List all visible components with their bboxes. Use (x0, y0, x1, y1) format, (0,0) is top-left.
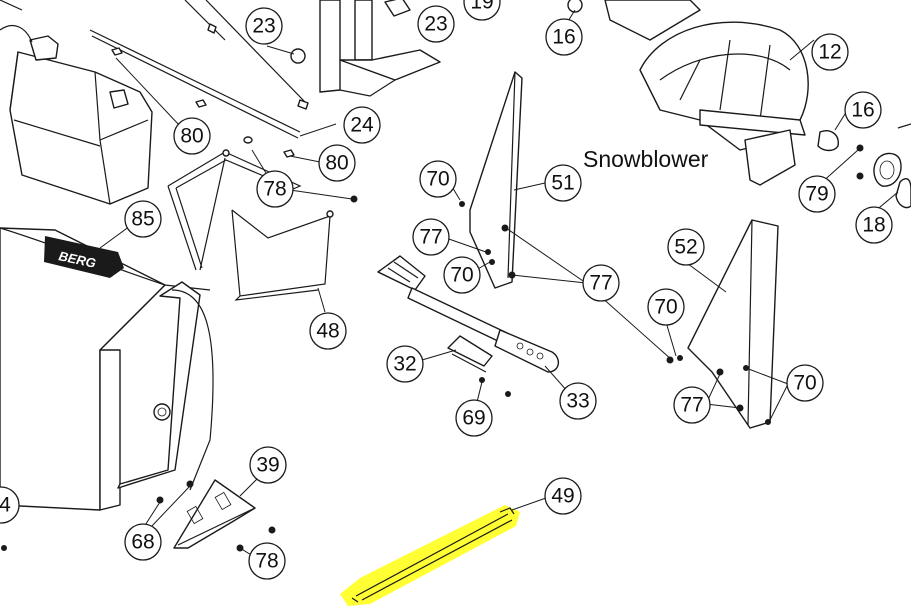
svg-text:78: 78 (255, 550, 278, 573)
callout-24[interactable]: 24 (343, 106, 381, 144)
callout-70-right[interactable]: 70 (647, 288, 685, 326)
svg-text:19: 19 (470, 0, 493, 14)
svg-text:49: 49 (551, 485, 574, 508)
callout-70-bottom-right[interactable]: 70 (786, 364, 824, 402)
svg-text:70: 70 (450, 264, 473, 287)
svg-text:24: 24 (350, 114, 374, 137)
svg-text:32: 32 (393, 353, 416, 376)
svg-text:39: 39 (256, 454, 279, 477)
svg-text:4: 4 (0, 494, 11, 517)
handle-part-33 (377, 255, 559, 373)
callout-49[interactable]: 49 (544, 477, 582, 515)
callout-16-top[interactable]: 16 (545, 18, 583, 56)
svg-text:70: 70 (426, 168, 449, 191)
clip-part-32 (447, 335, 511, 397)
svg-text:77: 77 (589, 272, 612, 295)
svg-text:23: 23 (424, 13, 447, 36)
svg-text:69: 69 (462, 407, 485, 430)
svg-text:70: 70 (793, 372, 816, 395)
rod-part-24 (0, 0, 309, 139)
bracket-part-39 (1, 479, 276, 552)
frame-top (290, 0, 441, 97)
box-body (0, 227, 214, 511)
callout-68[interactable]: 68 (124, 523, 162, 561)
callout-19[interactable]: 19 (463, 0, 501, 21)
callout-69[interactable]: 69 (455, 399, 493, 437)
svg-text:80: 80 (180, 125, 203, 148)
callout-85[interactable]: 85 (124, 200, 162, 238)
small-parts-right (856, 123, 911, 209)
callout-80-left[interactable]: 80 (173, 117, 211, 155)
callout-51[interactable]: 51 (544, 164, 582, 202)
brand-logo: BERG (44, 236, 124, 278)
callout-77-mid[interactable]: 77 (582, 264, 620, 302)
callout-33[interactable]: 33 (559, 382, 597, 420)
callout-48[interactable]: 48 (309, 312, 347, 350)
callout-78-bottom[interactable]: 78 (248, 542, 286, 580)
leader-lines (99, 9, 899, 559)
callout-70-mid[interactable]: 70 (443, 256, 481, 294)
callout-18[interactable]: 18 (855, 206, 893, 244)
svg-text:16: 16 (552, 26, 575, 49)
callout-23-right[interactable]: 23 (417, 5, 455, 43)
svg-text:23: 23 (252, 15, 275, 38)
callout-4[interactable]: 4 (0, 486, 20, 524)
svg-text:18: 18 (862, 214, 885, 237)
svg-text:16: 16 (851, 99, 874, 122)
svg-text:77: 77 (419, 226, 442, 249)
callout-70-top[interactable]: 70 (419, 160, 457, 198)
svg-text:52: 52 (674, 236, 697, 259)
auger-housing (567, 0, 839, 186)
callout-77-bottom[interactable]: 77 (673, 386, 711, 424)
svg-text:68: 68 (131, 531, 154, 554)
callout-79[interactable]: 79 (798, 175, 836, 213)
callout-32[interactable]: 32 (386, 345, 424, 383)
svg-text:12: 12 (818, 41, 841, 64)
svg-text:78: 78 (263, 178, 286, 201)
callout-52[interactable]: 52 (667, 228, 705, 266)
u-frame-bracket (167, 149, 334, 301)
svg-text:33: 33 (566, 390, 589, 413)
diagram-label: Snowblower (583, 146, 709, 172)
svg-text:77: 77 (680, 394, 703, 417)
callout-39[interactable]: 39 (249, 446, 287, 484)
svg-text:70: 70 (654, 296, 677, 319)
highlighted-bar-part-49[interactable] (340, 505, 520, 606)
panel-part-51 (459, 71, 523, 289)
callout-77-left[interactable]: 77 (412, 218, 450, 256)
hardware-pieces (111, 47, 358, 203)
fuel-can (0, 25, 153, 205)
callout-80-right[interactable]: 80 (318, 144, 356, 182)
svg-text:48: 48 (316, 320, 339, 343)
svg-text:51: 51 (551, 172, 574, 195)
callout-23-left[interactable]: 23 (245, 7, 283, 45)
svg-text:79: 79 (805, 183, 828, 206)
svg-text:80: 80 (325, 152, 348, 175)
svg-text:85: 85 (131, 208, 154, 231)
panel-part-52 (666, 219, 779, 429)
callout-12[interactable]: 12 (811, 33, 849, 71)
callout-78-top[interactable]: 78 (256, 170, 294, 208)
callout-16-right[interactable]: 16 (844, 91, 882, 129)
